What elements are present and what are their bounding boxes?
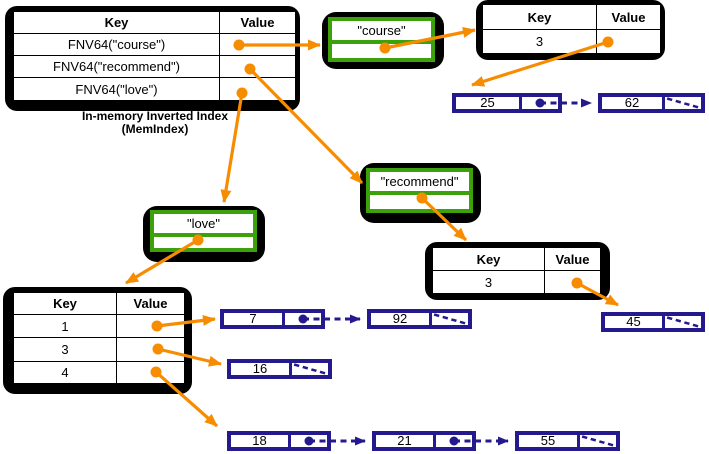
pointer-dot-icon [535,98,545,108]
list-node-55: 55 [515,431,620,451]
memindex-hash-love: FNV64("love") [13,77,220,101]
list-node-92: 92 [367,309,472,329]
pointer-dot-icon [449,436,459,446]
memindex-hash-course: FNV64("course") [13,33,220,56]
term-label-recommend: "recommend" [370,172,469,195]
list-node-16: 16 [227,359,332,379]
node-value: 55 [519,434,580,447]
postings-course-key-3: 3 [482,29,597,54]
postings-table-recommend: Key Value 3 [432,247,601,294]
postings-table-course: Key Value 3 [482,4,661,54]
node-value: 92 [371,312,432,325]
table-row: FNV64("love") [13,77,296,101]
node-value: 7 [224,312,285,325]
node-next-pointer [285,313,321,325]
caption-line-2: (MemIndex) [121,122,189,136]
postings-recommend-key-3: 3 [432,270,545,294]
caption-line-1: In-memory Inverted Index [81,109,229,123]
postings-recommend-value-header: Value [544,247,601,271]
node-null-pointer [292,363,328,375]
node-value: 21 [376,434,436,447]
list-node-21: 21 [372,431,476,451]
postings-recommend-key-header: Key [432,247,545,271]
postings-course-value-header: Value [596,4,661,30]
node-value: 18 [231,434,291,447]
list-node-45: 45 [601,312,705,332]
null-pointer-icon [293,363,327,375]
postings-love-key-4: 4 [13,361,117,384]
list-node-7: 7 [220,309,325,329]
null-pointer-icon [581,435,615,447]
node-value: 45 [605,315,665,328]
postings-recommend-value-cell [544,270,601,294]
postings-love-key-header: Key [13,292,117,315]
node-next-pointer [522,97,558,109]
node-next-pointer [436,435,472,447]
list-node-62: 62 [598,93,705,113]
memindex-value-cell-recommend [219,55,296,78]
term-label-course: "course" [332,21,431,44]
list-node-18: 18 [227,431,331,451]
memindex-value-header: Value [219,11,296,34]
node-value: 62 [602,96,665,109]
term-pointer-cell-recommend [370,195,469,209]
term-box-recommend: "recommend" [366,168,473,213]
memindex-value-cell-course [219,33,296,56]
table-row: 3 [482,29,661,54]
node-null-pointer [665,316,701,328]
node-null-pointer [665,97,701,109]
postings-course-key-header: Key [482,4,597,30]
postings-love-key-1: 1 [13,314,117,338]
postings-love-key-3: 3 [13,337,117,362]
node-value: 25 [456,96,522,109]
memindex-value-cell-love [219,77,296,101]
node-null-pointer [432,313,468,325]
pointer-dot-icon [304,436,314,446]
term-pointer-cell-course [332,44,431,58]
pointer-dot-icon [298,314,308,324]
postings-love-value-cell-4 [116,361,185,384]
term-box-love: "love" [150,210,257,252]
postings-table-love: Key Value 1 3 4 [13,292,185,384]
table-row: 3 [432,270,601,294]
node-value: 16 [231,362,292,375]
term-label-love: "love" [154,214,253,237]
memindex-hash-recommend: FNV64("recommend") [13,55,220,78]
postings-course-value-cell [596,29,661,54]
postings-love-value-header: Value [116,292,185,315]
node-null-pointer [580,435,616,447]
null-pointer-icon [433,313,467,325]
memindex-key-header: Key [13,11,220,34]
memindex-caption: In-memory Inverted Index (MemIndex) [30,110,280,136]
term-pointer-cell-love [154,237,253,248]
table-row: FNV64("course") [13,33,296,56]
null-pointer-icon [666,97,700,109]
null-pointer-icon [666,316,700,328]
postings-love-value-cell-3 [116,337,185,362]
list-node-25: 25 [452,93,562,113]
postings-love-value-cell-1 [116,314,185,338]
term-box-course: "course" [328,17,435,62]
table-row: FNV64("recommend") [13,55,296,78]
node-next-pointer [291,435,327,447]
table-row: 1 [13,314,185,338]
memindex-table: Key Value FNV64("course") FNV64("recomme… [13,11,296,101]
table-row: 3 [13,337,185,362]
table-row: 4 [13,361,185,384]
